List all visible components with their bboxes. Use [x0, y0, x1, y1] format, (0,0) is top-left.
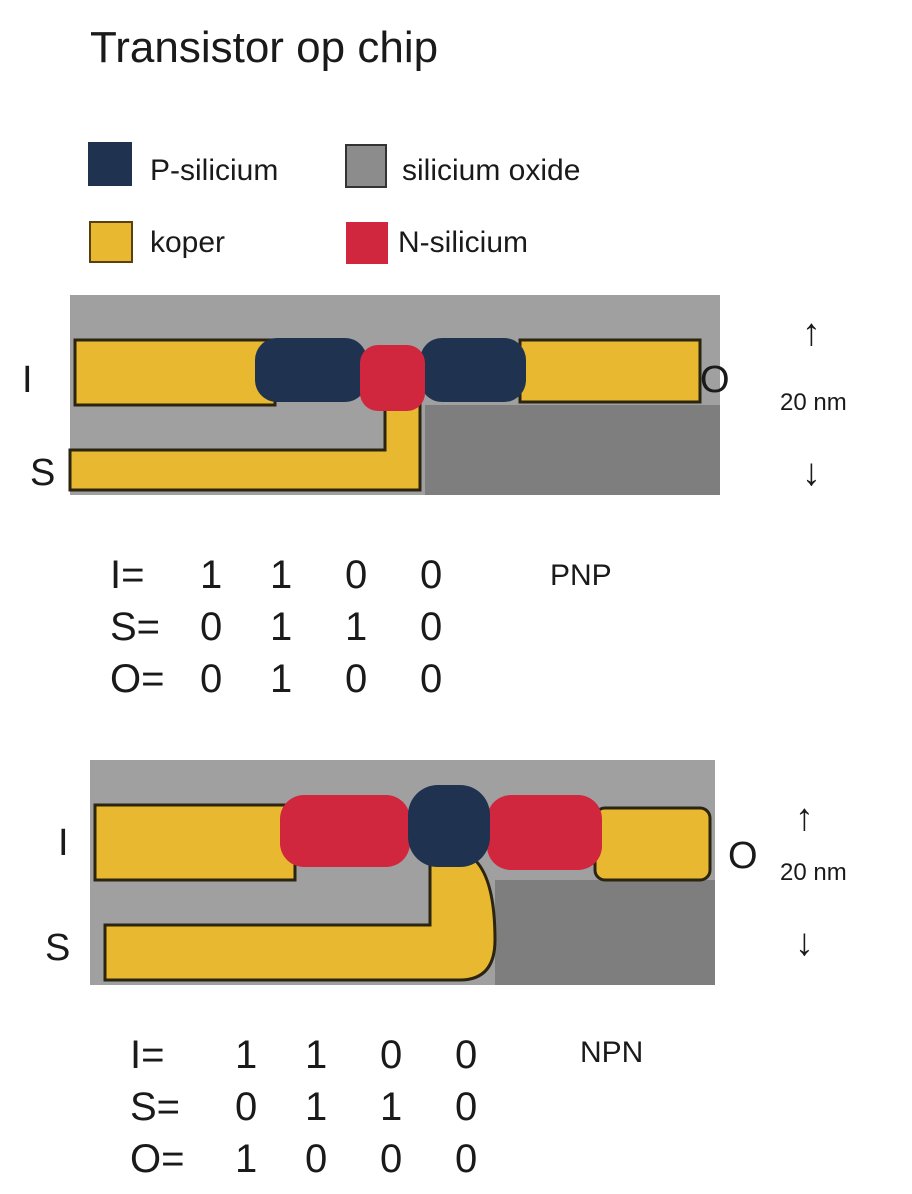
input-label: I — [22, 359, 33, 401]
cell: 0 — [200, 657, 222, 701]
cell: 0 — [420, 553, 442, 597]
row-label: S= — [130, 1085, 180, 1129]
legend-swatch-p-silicium — [88, 142, 132, 186]
cell: 0 — [345, 657, 367, 701]
copper-input — [73, 338, 277, 407]
cell: 0 — [420, 657, 442, 701]
switch-label: S — [30, 452, 55, 494]
cell: 1 — [270, 553, 292, 597]
legend-swatch-oxide — [345, 144, 387, 188]
copper-input — [93, 803, 297, 882]
legend-label: koper — [150, 226, 225, 259]
oxide-layer-dark — [495, 880, 715, 985]
copper-output — [518, 338, 702, 404]
cell: 1 — [270, 605, 292, 649]
cell: 1 — [235, 1137, 257, 1181]
cell: 0 — [235, 1085, 257, 1129]
cell: 0 — [420, 605, 442, 649]
npn-truth-table: I= 1 1 0 0 NPN S= 0 1 1 0 O= 1 0 0 0 — [130, 1033, 643, 1181]
input-label: I — [58, 822, 69, 864]
transistor-type: PNP — [550, 559, 612, 592]
cell: 1 — [235, 1033, 257, 1077]
row-label: O= — [110, 657, 164, 701]
legend-label: P-silicium — [150, 154, 278, 187]
cell: 0 — [380, 1137, 402, 1181]
n-silicium-block — [487, 795, 602, 870]
legend-label: silicium oxide — [402, 154, 580, 187]
legend-swatch-koper — [89, 221, 133, 263]
legend-label: N-silicium — [398, 226, 528, 259]
row-label: I= — [110, 553, 144, 597]
cell: 1 — [305, 1033, 327, 1077]
copper-switch — [103, 858, 497, 982]
cell: 1 — [345, 605, 367, 649]
p-silicium-block — [255, 338, 367, 402]
npn-diagram: I O S ↑ 20 nm ↓ — [45, 760, 847, 985]
cell: 0 — [455, 1137, 477, 1181]
arrow-down-icon: ↓ — [802, 452, 821, 494]
n-silicium-block — [280, 795, 410, 867]
scale-label: 20 nm — [780, 859, 847, 886]
arrow-up-icon: ↑ — [795, 797, 814, 839]
output-label: O — [700, 359, 730, 401]
copper-output — [593, 806, 712, 882]
switch-label: S — [45, 927, 70, 969]
cell: 0 — [455, 1033, 477, 1077]
output-label: O — [728, 835, 758, 877]
cell: 1 — [305, 1085, 327, 1129]
title: Transistor op chip — [90, 23, 438, 72]
cell: 1 — [270, 657, 292, 701]
legend: P-silicium silicium oxide koper N-silici… — [88, 142, 580, 264]
arrow-up-icon: ↑ — [802, 312, 821, 354]
cell: 0 — [380, 1033, 402, 1077]
pnp-truth-table: I= 1 1 0 0 PNP S= 0 1 1 0 O= 0 1 0 0 — [110, 553, 612, 701]
row-label: S= — [110, 605, 160, 649]
p-silicium-block — [408, 785, 490, 867]
row-label: O= — [130, 1137, 184, 1181]
arrow-down-icon: ↓ — [795, 922, 814, 964]
cell: 0 — [305, 1137, 327, 1181]
cell: 0 — [345, 553, 367, 597]
row-label: I= — [130, 1033, 164, 1077]
n-silicium-block — [360, 345, 425, 411]
cell: 1 — [200, 553, 222, 597]
legend-swatch-n-silicium — [346, 222, 388, 264]
cell: 0 — [455, 1085, 477, 1129]
p-silicium-block — [420, 338, 526, 402]
oxide-layer-dark — [425, 405, 720, 495]
cell: 1 — [380, 1085, 402, 1129]
pnp-diagram: I O S ↑ 20 nm ↓ — [22, 295, 847, 495]
cell: 0 — [200, 605, 222, 649]
transistor-type: NPN — [580, 1036, 643, 1069]
scale-label: 20 nm — [780, 389, 847, 416]
